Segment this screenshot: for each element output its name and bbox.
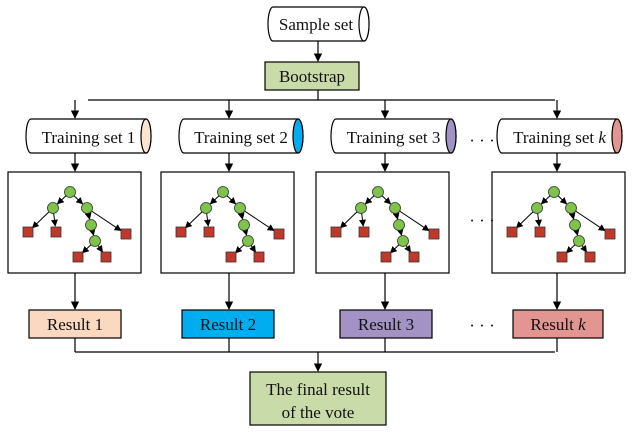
tree-leaf xyxy=(330,226,342,238)
label-variable: k xyxy=(578,315,586,334)
final-result-line2: of the vote xyxy=(282,403,355,422)
cylinder-cap xyxy=(445,118,457,154)
label-prefix: Result xyxy=(530,315,578,334)
pipeline-column-3: Training set 3 Result 3 xyxy=(315,100,457,352)
training-set-cylinder: Training set 3 xyxy=(330,118,457,154)
final-result-box: The final result of the vote xyxy=(249,371,387,426)
tree-node xyxy=(200,202,212,214)
tree-edge xyxy=(86,207,122,232)
tree-node xyxy=(389,202,401,214)
tree-leaf xyxy=(50,226,62,238)
tree-leaf xyxy=(584,251,596,263)
tree-node xyxy=(89,235,101,247)
tree-node xyxy=(393,219,405,231)
tree-leaf xyxy=(273,228,285,240)
result-rect xyxy=(181,309,275,339)
tree-leaf xyxy=(225,251,237,263)
tree-leaf xyxy=(428,228,440,240)
result-label: Result 3 xyxy=(358,315,414,334)
sample-set-label: Sample set xyxy=(279,15,353,34)
cylinder-cap xyxy=(292,118,304,154)
tree-node xyxy=(242,235,254,247)
final-result-line1: The final result xyxy=(266,380,370,399)
tree-leaf xyxy=(253,251,265,263)
result-box: Result 3 xyxy=(339,309,433,339)
tree-leaf xyxy=(203,226,215,238)
result-rect xyxy=(339,309,433,339)
result-label: Result 1 xyxy=(47,315,103,334)
decision-tree-box xyxy=(7,171,142,274)
tree-leaf xyxy=(380,251,392,263)
tree-edge xyxy=(570,207,606,232)
tree-node xyxy=(372,186,384,198)
tree-leaf xyxy=(72,251,84,263)
tree-node xyxy=(234,202,246,214)
tree-leaf xyxy=(408,251,420,263)
tree-node xyxy=(217,186,229,198)
decision-tree-box xyxy=(160,171,295,274)
pipeline-column-2: Training set 2 Result 2 xyxy=(160,100,304,352)
tree-leaf xyxy=(100,251,112,263)
label-prefix: Training set xyxy=(513,128,598,147)
tree-leaf xyxy=(506,226,518,238)
tree-node xyxy=(47,202,59,214)
decision-tree-box xyxy=(491,171,626,274)
cylinder-cap xyxy=(140,118,152,154)
training-set-label: Training set 3 xyxy=(347,128,441,147)
tree-edge xyxy=(239,207,275,232)
ellipsis-trees: · · · xyxy=(469,211,494,230)
result-box: Result k xyxy=(512,309,604,339)
result-box: Result 1 xyxy=(28,309,122,339)
tree-node xyxy=(64,186,76,198)
training-set-cylinder: Training set 2 xyxy=(178,118,304,154)
tree-node xyxy=(397,235,409,247)
tree-leaf xyxy=(120,228,132,240)
tree-edge xyxy=(394,207,430,232)
label-variable: k xyxy=(598,128,606,147)
tree-node xyxy=(573,235,585,247)
tree-leaf xyxy=(534,226,546,238)
cylinder-cap xyxy=(611,118,623,154)
pipeline-column-1: Training set 1 Result 1 xyxy=(7,100,152,352)
tree-leaf xyxy=(175,226,187,238)
training-set-label: Training set k xyxy=(513,128,606,147)
ellipsis-training: · · · xyxy=(469,131,494,150)
training-set-label: Training set 1 xyxy=(42,128,136,147)
tree-node xyxy=(548,186,560,198)
tree-node xyxy=(565,202,577,214)
training-set-label: Training set 2 xyxy=(194,128,288,147)
bootstrap-label: Bootstrap xyxy=(279,67,345,86)
tree-node xyxy=(569,219,581,231)
decision-tree-box xyxy=(315,171,450,274)
sample-set-cylinder: Sample set xyxy=(267,6,370,42)
tree-leaf xyxy=(22,226,34,238)
tree-node xyxy=(85,219,97,231)
tree-node xyxy=(238,219,250,231)
bootstrap-box: Bootstrap xyxy=(264,61,360,91)
result-box: Result 2 xyxy=(181,309,275,339)
tree-leaf xyxy=(358,226,370,238)
tree-leaf xyxy=(604,228,616,240)
training-set-cylinder: Training set 1 xyxy=(25,118,152,154)
ellipsis-results: · · · xyxy=(469,316,494,335)
training-set-cylinder: Training set k xyxy=(496,118,623,154)
result-label: Result 2 xyxy=(200,315,256,334)
tree-node xyxy=(531,202,543,214)
result-label: Result k xyxy=(530,315,586,334)
tree-node xyxy=(81,202,93,214)
result-rect xyxy=(512,309,604,339)
tree-leaf xyxy=(556,251,568,263)
tree-node xyxy=(355,202,367,214)
